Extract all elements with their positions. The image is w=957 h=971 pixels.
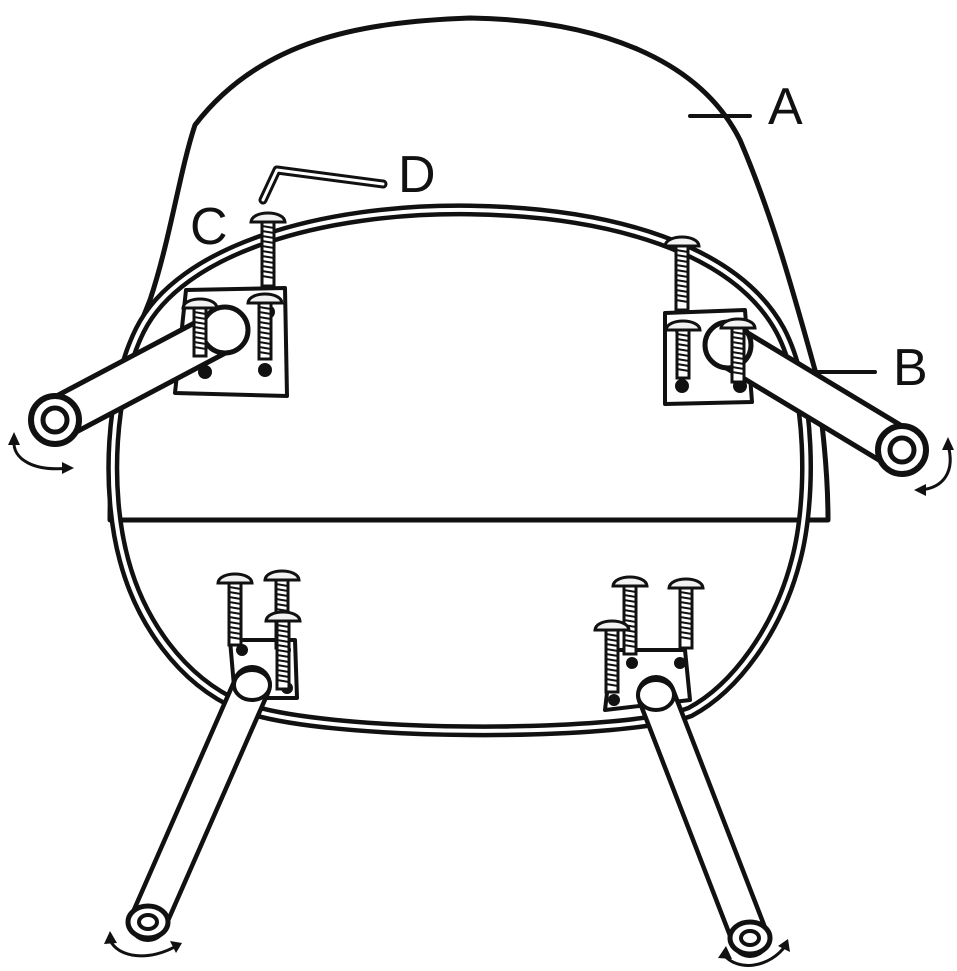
bolt bbox=[264, 610, 302, 691]
bolt bbox=[611, 575, 649, 656]
rotation-arrow-back-left bbox=[104, 931, 182, 958]
bolt bbox=[663, 235, 701, 312]
rotation-arrow-front-left bbox=[8, 432, 74, 474]
bolt bbox=[667, 577, 705, 650]
bolt bbox=[719, 317, 757, 384]
leg-back-right bbox=[636, 675, 773, 958]
rotation-arrow-front-right bbox=[914, 437, 954, 496]
bolt bbox=[593, 619, 631, 694]
label-b: B bbox=[893, 339, 928, 397]
label-c: C bbox=[190, 198, 228, 256]
label-a: A bbox=[768, 78, 803, 136]
bolt bbox=[249, 211, 287, 288]
leg-back-left bbox=[125, 665, 272, 942]
bolt bbox=[246, 292, 284, 361]
allen-key bbox=[258, 165, 388, 205]
rotation-arrows bbox=[8, 432, 954, 967]
bolt bbox=[216, 572, 254, 647]
label-d: D bbox=[398, 146, 436, 204]
bolt bbox=[664, 319, 702, 380]
seat-frame bbox=[106, 203, 813, 738]
bolt bbox=[181, 297, 219, 358]
rotation-arrow-back-right bbox=[718, 939, 790, 967]
bolts bbox=[181, 211, 757, 694]
